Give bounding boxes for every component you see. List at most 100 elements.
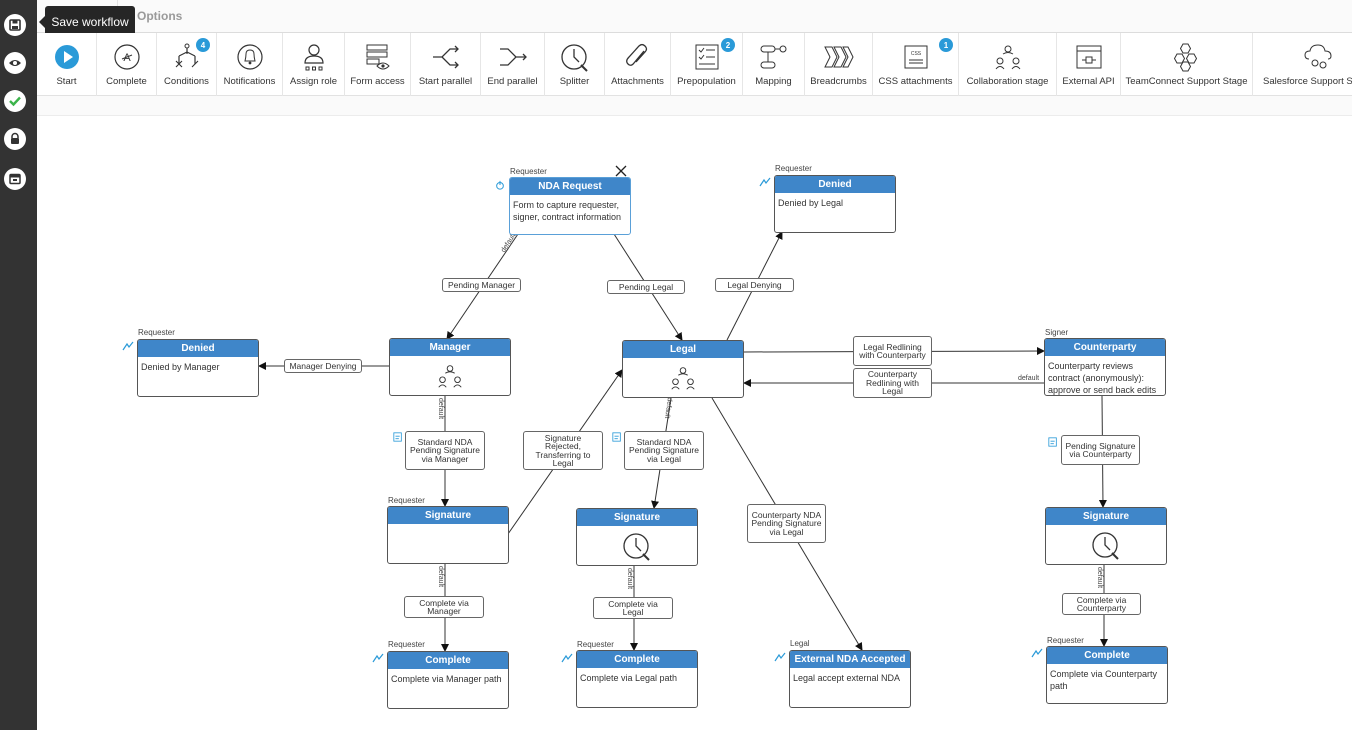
tool-label: Assign role	[290, 76, 337, 87]
tool-salesforce-support-stage[interactable]: Salesforce Support Stage	[1253, 33, 1352, 96]
end-stage-icon	[122, 341, 134, 351]
edge-label-pending-signature-counterparty[interactable]: Pending Signature via Counterparty	[1061, 435, 1140, 465]
edge-label-complete-via-legal[interactable]: Complete via Legal	[593, 597, 673, 619]
collaboration-icon	[671, 367, 695, 390]
node-title: Denied	[138, 340, 258, 357]
node-title: Complete	[577, 651, 697, 668]
role-label: Signer	[1045, 328, 1069, 337]
edge-label-legal-redlining[interactable]: Legal Redlining with Counterparty	[853, 336, 932, 366]
node-nda-request[interactable]: NDA Request Form to capture requester, s…	[509, 177, 631, 235]
lock-icon[interactable]	[4, 128, 26, 150]
bell-icon	[236, 44, 263, 70]
node-complete-legal[interactable]: Complete Complete via Legal path	[576, 650, 698, 708]
close-icon[interactable]	[615, 165, 627, 177]
conditions-icon	[175, 43, 198, 68]
tool-breadcrumbs[interactable]: Breadcrumbs	[805, 33, 873, 96]
end-parallel-icon	[499, 48, 527, 66]
tool-label: End parallel	[487, 76, 538, 87]
api-icon	[1076, 45, 1101, 69]
node-external-nda-accepted[interactable]: External NDA Accepted Legal accept exter…	[789, 650, 911, 708]
cloud-gear-icon	[1304, 44, 1332, 69]
node-description: Complete via Manager path	[391, 674, 502, 684]
tool-conditions[interactable]: 4 Conditions	[157, 33, 217, 96]
tool-label: External API	[1062, 76, 1115, 87]
tool-label: Complete	[106, 76, 147, 87]
node-description: Legal accept external NDA	[793, 673, 901, 683]
css-icon: CSS	[904, 45, 927, 69]
edge-label-counterparty-nda-pending[interactable]: Counterparty NDA Pending Signature via L…	[747, 504, 826, 543]
checklist-icon	[695, 44, 718, 70]
role-label: Requester	[775, 164, 812, 173]
node-denied-legal[interactable]: Denied Denied by Legal	[774, 175, 896, 233]
tool-attachments[interactable]: Attachments	[605, 33, 671, 96]
edge-label-manager-denying[interactable]: Manager Denying	[284, 359, 362, 373]
tool-label: TeamConnect Support Stage	[1125, 76, 1248, 87]
breadcrumbs-icon	[823, 46, 854, 68]
tool-label: CSS attachments	[878, 76, 953, 87]
end-stage-icon	[372, 653, 384, 663]
note-icon	[1048, 437, 1057, 447]
check-icon[interactable]	[4, 90, 26, 112]
left-sidebar	[0, 0, 37, 730]
node-title: Signature	[1046, 508, 1166, 525]
tool-css-attachments[interactable]: CSS 1 CSS attachments	[873, 33, 959, 96]
tool-splitter[interactable]: Splitter	[545, 33, 605, 96]
end-stage-icon	[774, 652, 786, 662]
collaboration-icon	[438, 365, 462, 388]
node-title: Complete	[388, 652, 508, 669]
edge-label-pending-legal[interactable]: Pending Legal	[607, 280, 685, 294]
edge-label-complete-via-manager[interactable]: Complete via Manager	[404, 596, 484, 618]
node-counterparty[interactable]: Counterparty Counterparty reviews contra…	[1044, 338, 1166, 396]
note-icon	[612, 432, 621, 442]
edge-label-complete-via-counterparty[interactable]: Complete via Counterparty	[1062, 593, 1141, 615]
tool-end-parallel[interactable]: End parallel	[481, 33, 545, 96]
tool-start[interactable]: Start	[37, 33, 97, 96]
tool-label: Start	[56, 76, 77, 87]
edge-label-legal-denying[interactable]: Legal Denying	[715, 278, 794, 292]
tool-start-parallel[interactable]: Start parallel	[411, 33, 481, 96]
node-legal[interactable]: Legal	[622, 340, 744, 398]
css-badge: 1	[939, 38, 953, 52]
node-description: Denied by Manager	[141, 362, 220, 372]
node-title: Signature	[388, 507, 508, 524]
tool-external-api[interactable]: External API	[1057, 33, 1121, 96]
tool-mapping[interactable]: Mapping	[743, 33, 805, 96]
tool-label: Splitter	[559, 76, 590, 87]
end-stage-icon	[1031, 648, 1043, 658]
node-denied-manager[interactable]: Denied Denied by Manager	[137, 339, 259, 397]
node-title: External NDA Accepted	[790, 651, 910, 668]
role-label: Requester	[1047, 636, 1084, 645]
tool-complete[interactable]: A Complete	[97, 33, 157, 96]
edge-label-counterparty-redlining[interactable]: Counterparty Redlining with Legal	[853, 368, 932, 398]
tool-teamconnect-support-stage[interactable]: TeamConnect Support Stage	[1121, 33, 1253, 96]
node-signature-counterparty[interactable]: Signature	[1045, 507, 1167, 565]
edge-label-signature-rejected[interactable]: Signature Rejected, Transferring to Lega…	[523, 431, 603, 470]
tool-label: Breadcrumbs	[810, 76, 867, 87]
tool-assign-role[interactable]: Assign role	[283, 33, 345, 96]
save-icon[interactable]	[4, 14, 26, 36]
complete-icon: A	[113, 44, 140, 70]
workflow-canvas[interactable]	[37, 116, 1352, 730]
note-icon	[393, 432, 402, 442]
node-complete-manager[interactable]: Complete Complete via Manager path	[387, 651, 509, 709]
tool-collaboration-stage[interactable]: Collaboration stage	[959, 33, 1057, 96]
node-signature-legal[interactable]: Signature	[576, 508, 698, 566]
node-signature-manager[interactable]: Signature	[387, 506, 509, 564]
default-label: default	[437, 398, 444, 420]
window-icon[interactable]	[4, 168, 26, 190]
options-bar: Options	[37, 0, 1352, 33]
node-manager[interactable]: Manager	[389, 338, 511, 396]
node-description: Complete via Counterparty path	[1050, 669, 1158, 691]
default-label: default	[1096, 567, 1103, 589]
node-complete-counterparty[interactable]: Complete Complete via Counterparty path	[1046, 646, 1168, 704]
tool-label: Mapping	[755, 76, 792, 87]
eye-icon[interactable]	[4, 52, 26, 74]
options-title: Options	[137, 9, 183, 23]
prepopulation-badge: 2	[721, 38, 735, 52]
edge-label-pending-manager[interactable]: Pending Manager	[442, 278, 521, 292]
tool-prepopulation[interactable]: 2 Prepopulation	[671, 33, 743, 96]
tool-form-access[interactable]: Form access	[345, 33, 411, 96]
edge-label-std-nda-legal[interactable]: Standard NDA Pending Signature via Legal	[624, 431, 704, 470]
tool-notifications[interactable]: Notifications	[217, 33, 283, 96]
edge-label-std-nda-manager[interactable]: Standard NDA Pending Signature via Manag…	[405, 431, 485, 470]
